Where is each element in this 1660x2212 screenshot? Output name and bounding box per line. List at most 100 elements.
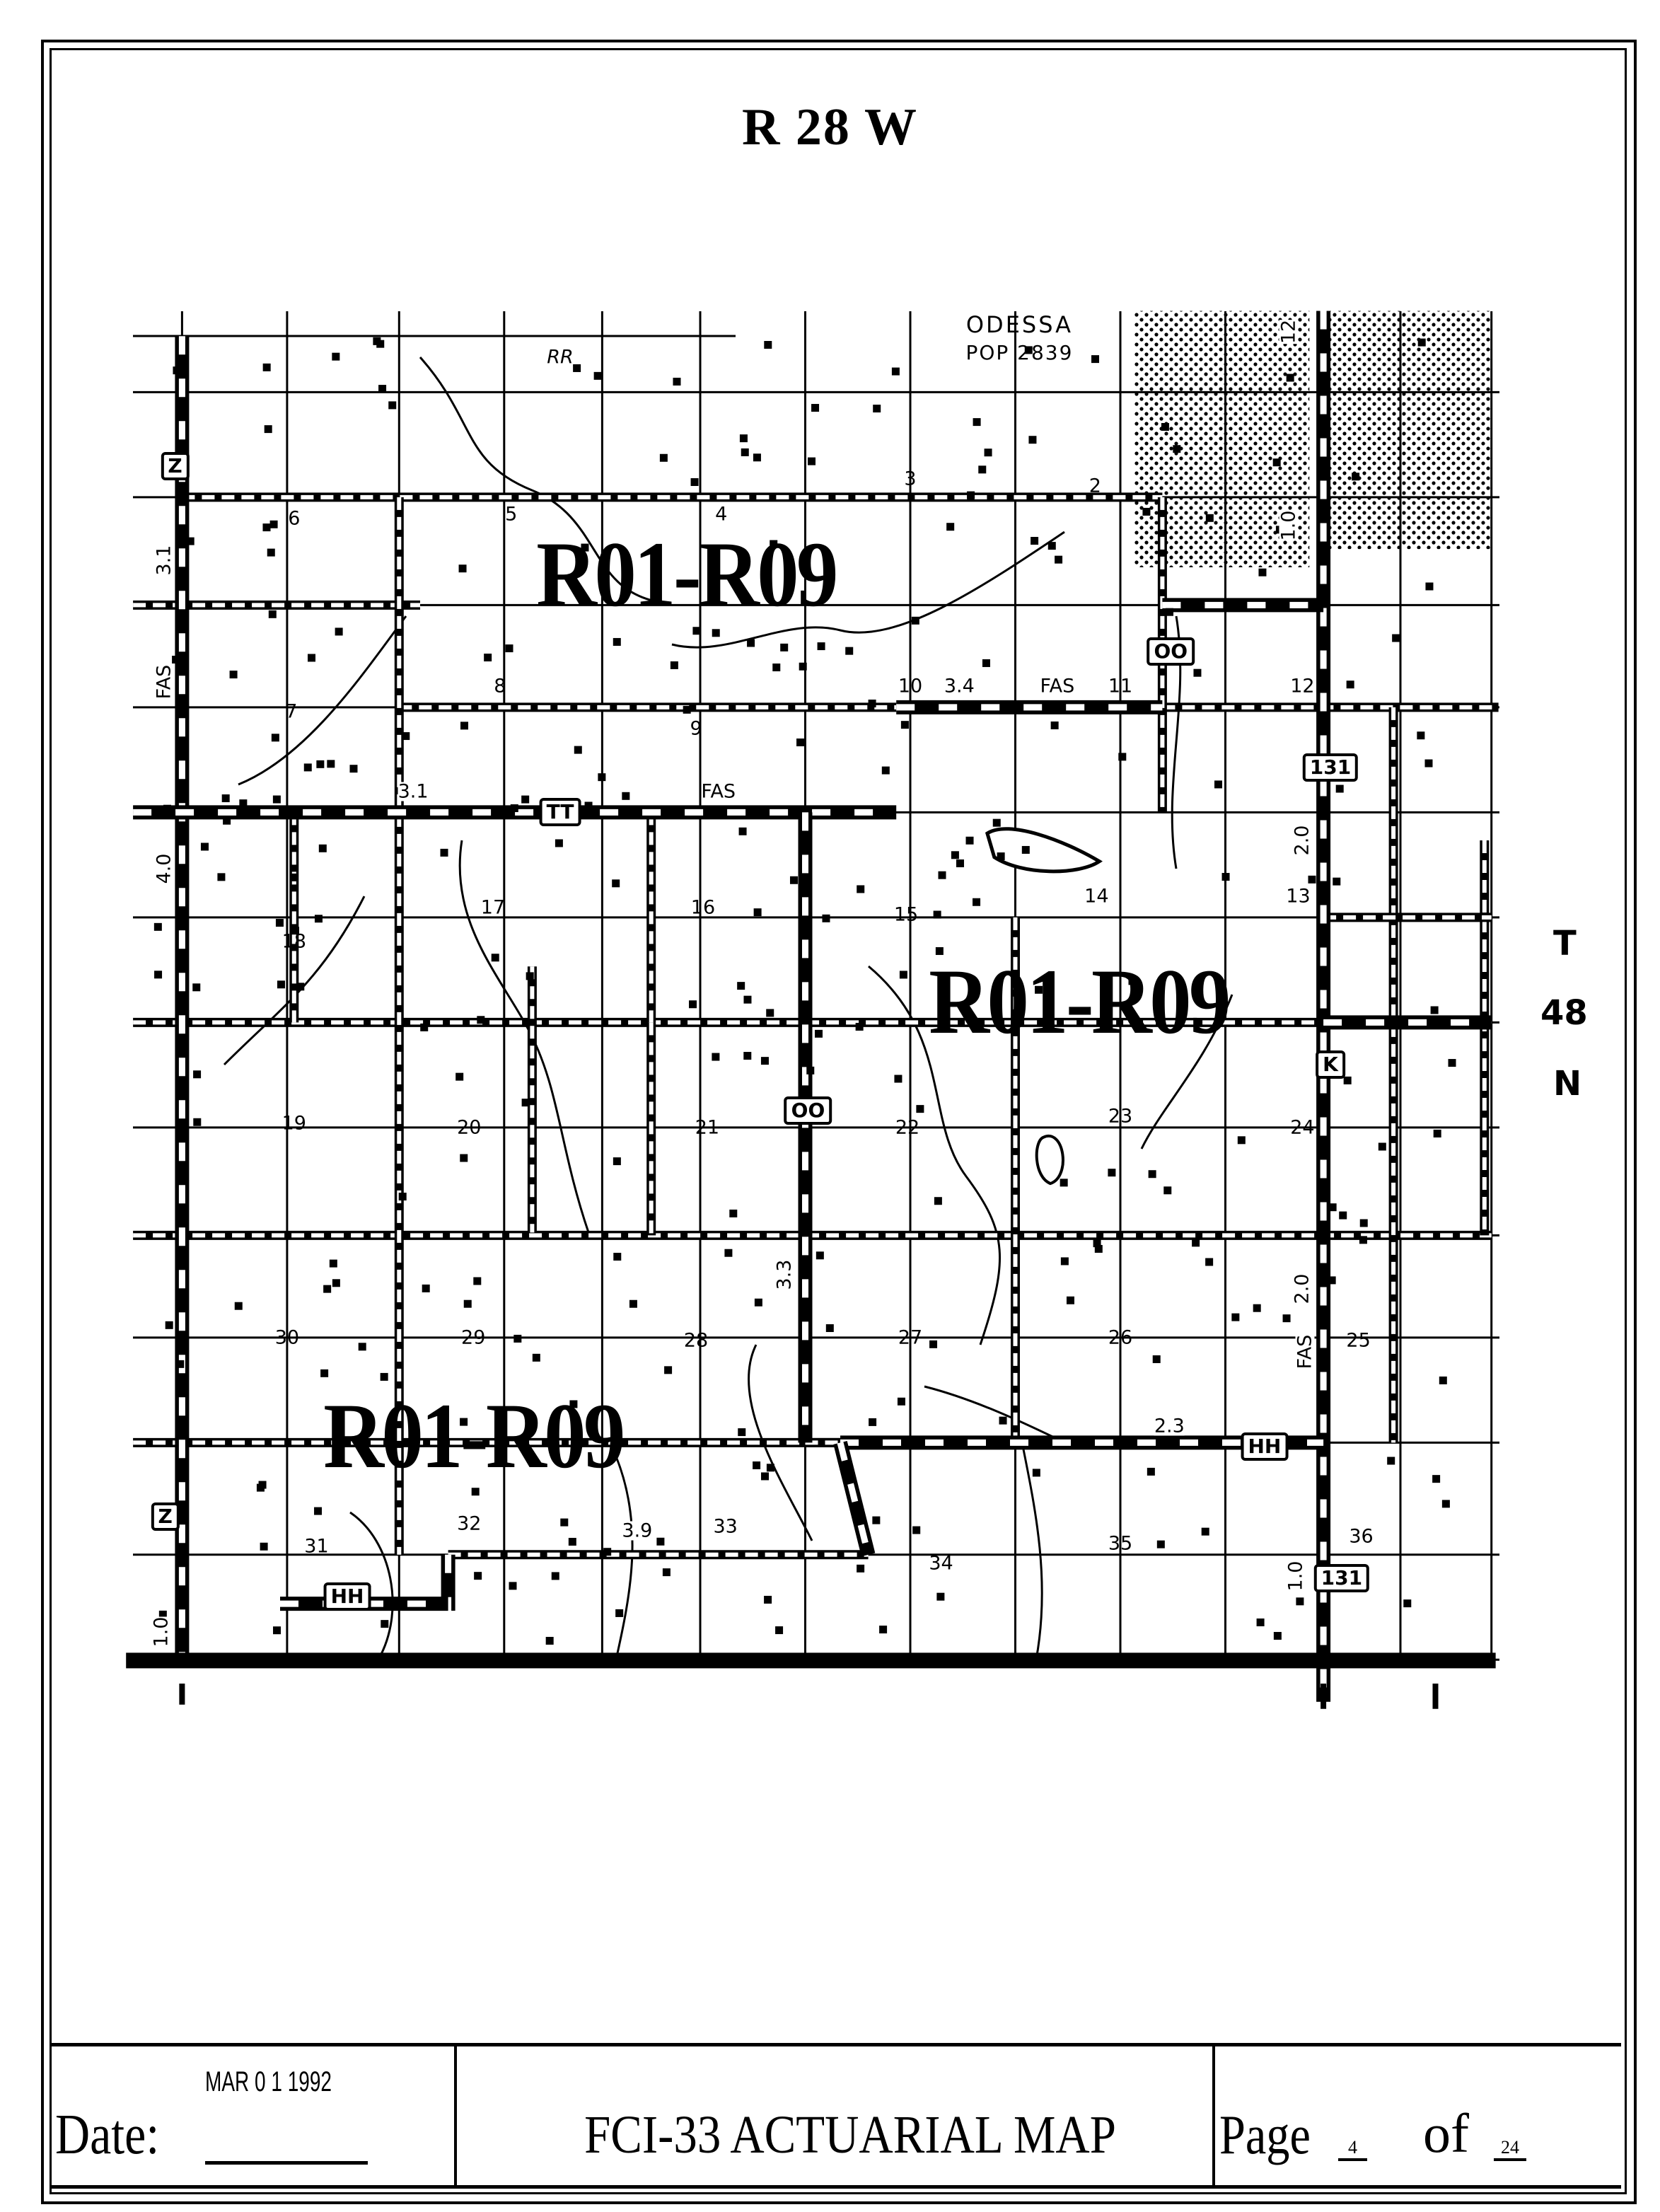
section-number: 21 [695, 1116, 720, 1139]
building-mark [1346, 681, 1354, 689]
building-mark [683, 705, 691, 714]
building-mark [897, 1397, 905, 1406]
building-mark [180, 739, 188, 748]
building-mark [934, 1197, 942, 1205]
building-mark [551, 1572, 559, 1580]
building-mark [916, 1105, 924, 1113]
building-mark [753, 453, 761, 462]
road-shield: TT [539, 798, 581, 827]
building-mark [460, 1418, 468, 1426]
building-mark [318, 844, 327, 852]
building-mark [474, 1572, 482, 1580]
building-mark [753, 908, 762, 917]
road-shield: HH [1241, 1432, 1289, 1461]
of-label: of [1423, 2102, 1469, 2164]
building-mark [1047, 542, 1056, 550]
building-mark [221, 794, 230, 803]
building-mark [173, 366, 181, 375]
building-mark [568, 1538, 576, 1546]
mileage-label: 3.1 [153, 545, 175, 576]
building-mark [1378, 1142, 1386, 1151]
building-mark [473, 1277, 482, 1285]
building-mark [463, 1299, 472, 1308]
section-number: 27 [898, 1326, 923, 1349]
building-mark [388, 401, 397, 410]
township-boundary [126, 1652, 1496, 1669]
stream [223, 896, 366, 1066]
building-mark [872, 1516, 881, 1524]
building-mark [857, 885, 865, 893]
building-mark [1333, 877, 1341, 886]
building-mark [857, 1564, 865, 1573]
building-mark [822, 914, 830, 922]
building-mark [1201, 1527, 1209, 1536]
section-number: 23 [1108, 1105, 1133, 1128]
building-mark [855, 1022, 864, 1031]
building-mark [761, 1472, 770, 1481]
building-mark [1432, 1475, 1441, 1483]
building-mark [217, 873, 226, 881]
building-mark [956, 859, 964, 867]
building-mark [929, 1340, 938, 1348]
building-mark [256, 1483, 265, 1492]
building-mark [662, 1568, 671, 1577]
building-mark [574, 746, 582, 754]
building-mark [1328, 1276, 1336, 1285]
building-mark [1221, 873, 1230, 881]
building-mark [772, 663, 781, 671]
building-mark [825, 1324, 834, 1333]
section-number: 34 [929, 1552, 953, 1575]
building-mark [1028, 436, 1037, 444]
building-mark [729, 1209, 738, 1217]
building-mark [900, 721, 909, 729]
building-mark [1161, 422, 1169, 431]
building-mark [335, 627, 343, 636]
lake [985, 827, 1103, 874]
building-mark [737, 982, 745, 990]
section-number: 25 [1346, 1329, 1371, 1352]
building-mark [1286, 374, 1294, 382]
building-mark [1205, 514, 1214, 522]
building-mark [760, 1057, 769, 1065]
outer-border [41, 40, 1637, 2204]
building-mark [1296, 1597, 1304, 1606]
building-mark [598, 773, 606, 782]
building-mark [584, 801, 593, 810]
building-mark [881, 766, 890, 775]
building-mark [911, 616, 919, 625]
building-mark [1439, 1376, 1447, 1384]
building-mark [460, 1154, 468, 1162]
page-total: 24 [1494, 2137, 1526, 2161]
building-mark [402, 732, 410, 741]
section-number: 24 [1290, 1116, 1315, 1139]
building-mark [267, 548, 275, 557]
road-shield: OO [784, 1096, 832, 1125]
section-number: 2 [1089, 475, 1101, 497]
building-mark [1060, 1179, 1068, 1187]
building-mark [1094, 1244, 1103, 1253]
building-mark [1308, 875, 1316, 884]
building-mark [816, 1251, 824, 1260]
section-number: 22 [895, 1116, 920, 1139]
urban-area-shading [1134, 311, 1492, 567]
urban-shading [1330, 311, 1492, 550]
building-mark [743, 1052, 752, 1060]
building-mark [766, 1464, 774, 1472]
building-mark [477, 1016, 485, 1024]
building-mark [193, 1118, 202, 1126]
building-mark [1021, 845, 1030, 854]
building-mark [329, 1259, 337, 1268]
building-mark [724, 1249, 733, 1257]
building-mark [291, 927, 299, 935]
building-mark [1335, 784, 1344, 793]
mileage-label: 4.0 [153, 853, 175, 884]
building-mark [314, 1507, 323, 1515]
building-mark [323, 1285, 332, 1293]
building-mark [510, 804, 518, 813]
building-mark [349, 765, 358, 773]
building-mark [1093, 1239, 1101, 1248]
building-mark [1047, 702, 1056, 710]
building-mark [873, 405, 881, 413]
building-mark [165, 1321, 173, 1329]
